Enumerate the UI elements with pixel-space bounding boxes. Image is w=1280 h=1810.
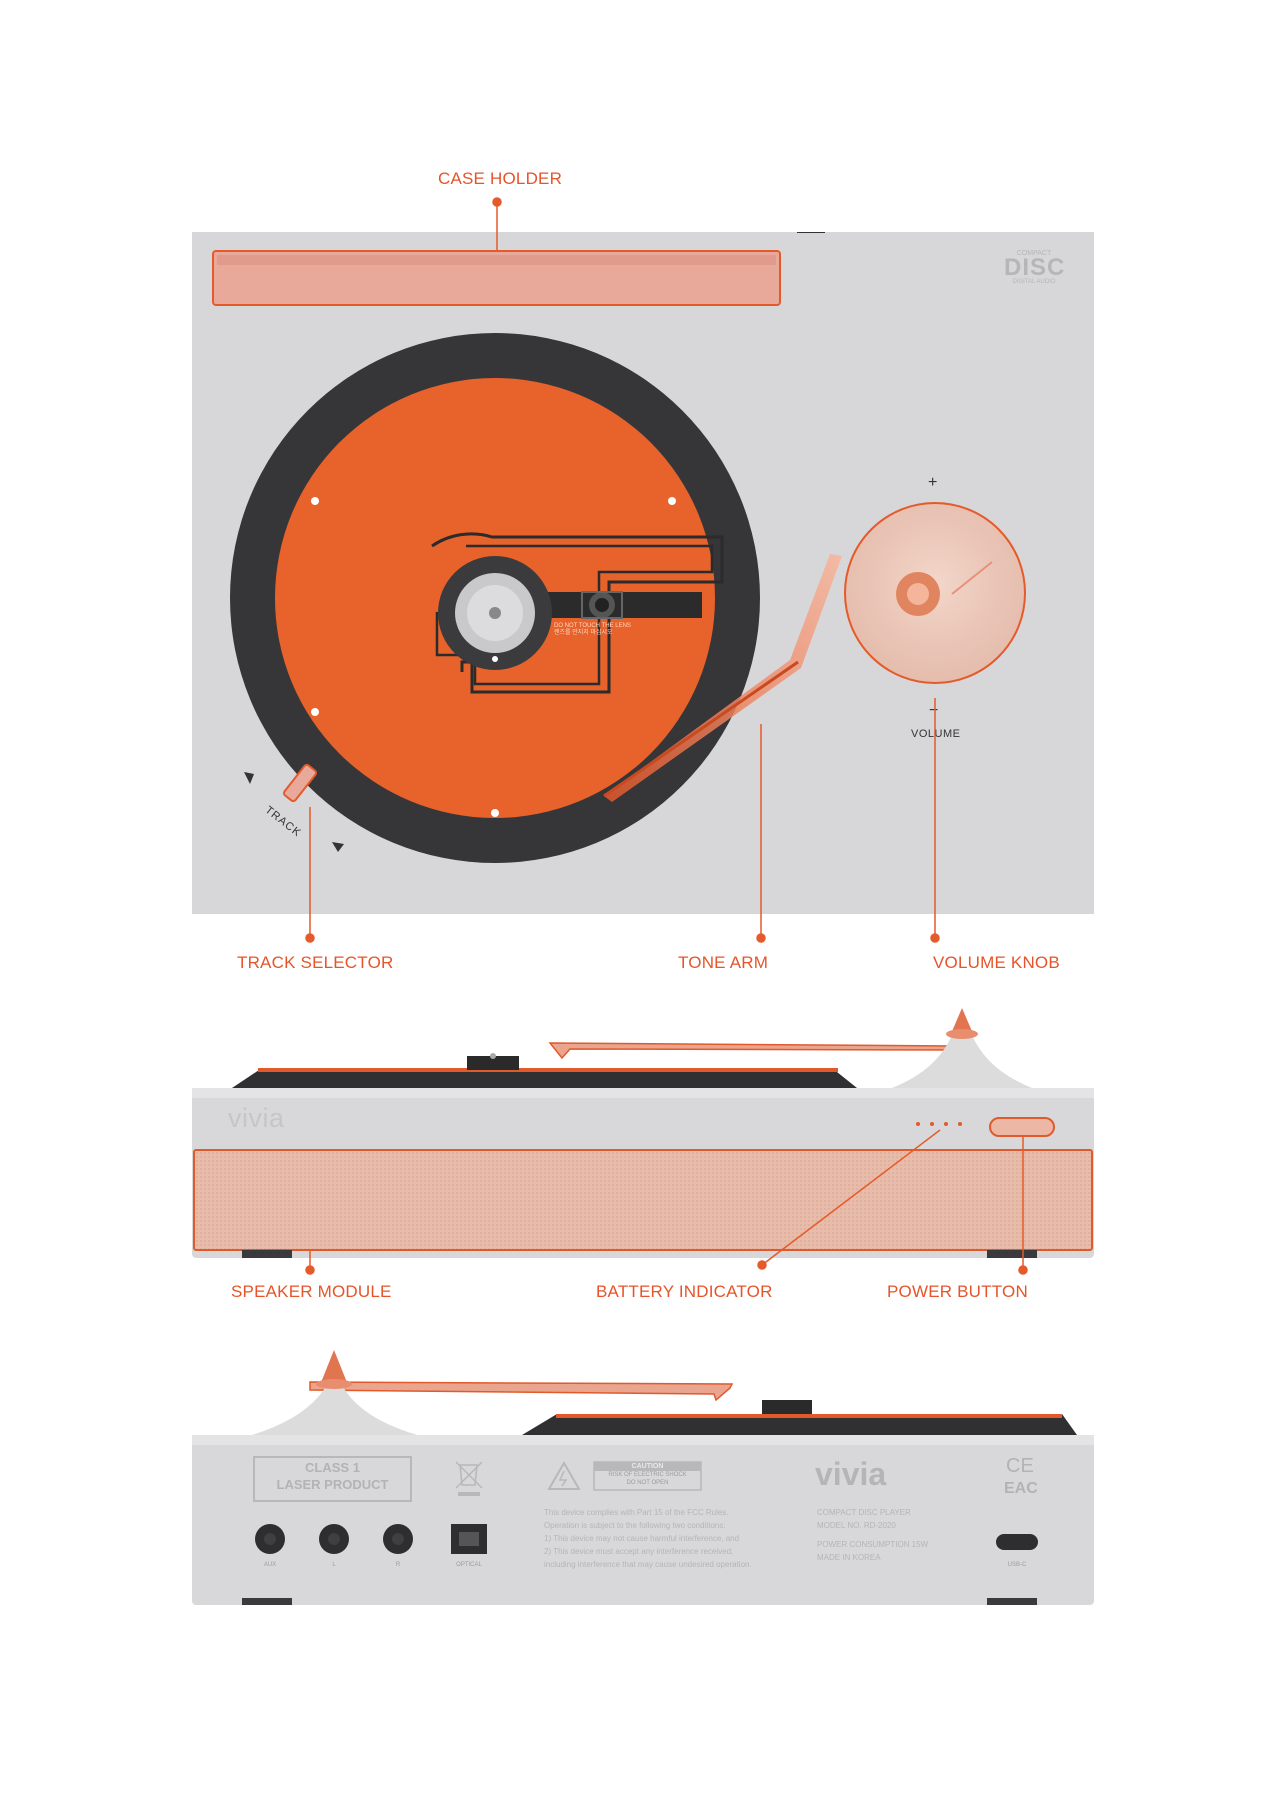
fcc-line: This device complies with Part 15 of the… xyxy=(544,1508,729,1517)
front-brand-logo: vivia xyxy=(228,1103,285,1133)
spec-line: MADE IN KOREA xyxy=(817,1553,881,1562)
battery-indicator-dots xyxy=(916,1122,962,1126)
top-view-device: COMPACT DISC DIGITAL AUDIO DO NOT TOUCH … xyxy=(192,232,1094,914)
back-view-illustration xyxy=(192,1350,1094,1605)
laser-slot xyxy=(532,592,702,618)
power-button-shape xyxy=(989,1117,1055,1137)
volume-plus-mark: + xyxy=(928,474,938,491)
fcc-statement: This device complies with Part 15 of the… xyxy=(544,1506,752,1571)
ce-mark: CE xyxy=(1006,1455,1034,1477)
caution-label: CAUTION RISK OF ELECTRIC SHOCK DO NOT OP… xyxy=(594,1462,701,1487)
fcc-line: 1) This device may not cause harmful int… xyxy=(544,1534,740,1543)
disc-logo-line1: COMPACT xyxy=(1016,250,1052,257)
usb-c-port xyxy=(996,1534,1038,1550)
fcc-line: Operation is subject to the following tw… xyxy=(544,1521,726,1530)
callout-tone-arm: TONE ARM xyxy=(678,953,769,972)
front-view-illustration xyxy=(192,1008,1094,1258)
speaker-grille xyxy=(193,1149,1093,1251)
port-label-usb-c: USB-C xyxy=(1007,1562,1027,1568)
top-view-illustration xyxy=(192,232,1094,914)
back-body xyxy=(192,1435,1094,1605)
laser-label-line2: LASER PRODUCT xyxy=(276,1477,389,1492)
port-label-r: R xyxy=(395,1562,401,1568)
fcc-line: 2) This device must accept any interfere… xyxy=(544,1547,734,1556)
platter-warning-line1: DO NOT TOUCH THE LENS xyxy=(554,623,631,629)
spec-line: COMPACT DISC PLAYER xyxy=(817,1508,911,1517)
callout-track-selector: TRACK SELECTOR xyxy=(237,953,394,972)
disc-logo-line2: DISC xyxy=(1004,254,1066,281)
port-label-optical: OPTICAL xyxy=(456,1562,482,1568)
track-selector xyxy=(282,763,318,803)
platter-warning-line2: 렌즈를 만지지 마십시오 xyxy=(554,630,613,636)
platter-warning: DO NOT TOUCH THE LENS 렌즈를 만지지 마십시오 xyxy=(554,623,631,637)
callout-speaker-module: SPEAKER MODULE xyxy=(231,1282,392,1301)
spec-line: POWER CONSUMPTION 15W xyxy=(817,1540,929,1549)
volume-minus-mark: − xyxy=(929,702,939,719)
laser-label-line1: CLASS 1 xyxy=(305,1460,360,1475)
laser-label: CLASS 1 LASER PRODUCT xyxy=(254,1459,411,1493)
caution-title: CAUTION xyxy=(631,1463,664,1470)
callout-case-holder: CASE HOLDER xyxy=(438,169,563,188)
port-label-l: L xyxy=(332,1562,336,1568)
back-brand-logo: vivia xyxy=(815,1456,887,1492)
callout-volume-knob: VOLUME KNOB xyxy=(933,953,1060,972)
disc-logo-line3: DIGITAL AUDIO xyxy=(1012,279,1056,285)
compact-disc-logo: COMPACT DISC DIGITAL AUDIO xyxy=(1004,250,1064,285)
spec-block: COMPACT DISC PLAYER MODEL NO. RD-2020 PO… xyxy=(817,1506,928,1564)
caution-line2: DO NOT OPEN xyxy=(626,1480,669,1486)
port-label-aux: AUX xyxy=(263,1562,277,1568)
fcc-line: including interference that may cause un… xyxy=(544,1560,752,1569)
back-view-device: CLASS 1 LASER PRODUCT CAUTION RISK OF EL… xyxy=(192,1340,1094,1605)
callout-power-button: POWER BUTTON xyxy=(887,1282,1028,1301)
callout-battery-indicator: BATTERY INDICATOR xyxy=(596,1282,773,1301)
top-callout-lines xyxy=(305,197,940,943)
spec-line: MODEL NO. RD-2020 xyxy=(817,1521,896,1530)
caution-line1: RISK OF ELECTRIC SHOCK xyxy=(608,1472,687,1478)
front-view-device: vivia xyxy=(192,1000,1094,1265)
front-callout-lines xyxy=(305,1129,1028,1275)
eac-mark: EAC xyxy=(1004,1480,1038,1497)
